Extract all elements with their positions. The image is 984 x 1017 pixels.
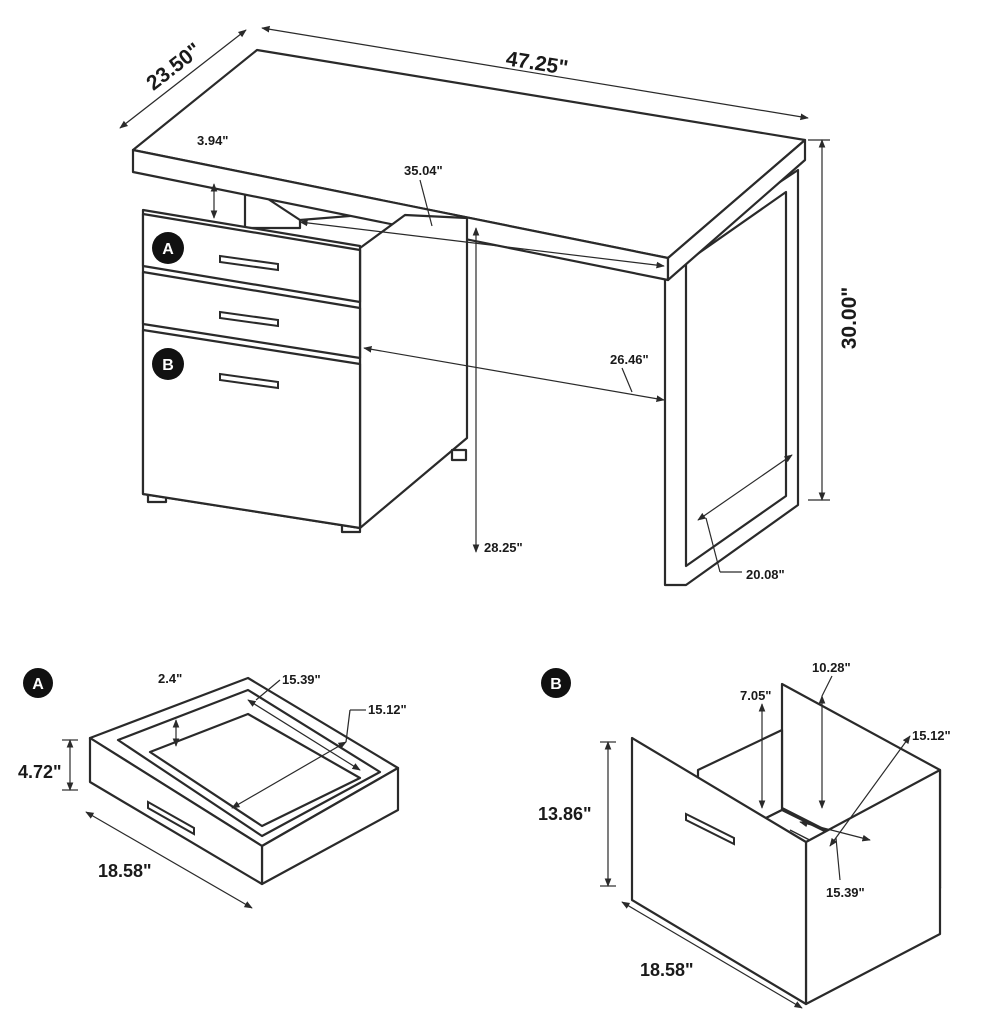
desk-illustration: A B 47.25" 23.50" 30.00" 28.25" 3.94" 35… (119, 25, 861, 587)
drawer-b-height-label: 13.86" (538, 804, 592, 824)
badge-b-drawer: B (541, 668, 571, 698)
badge-a-desk: A (152, 232, 184, 264)
cabinet-foot (450, 448, 468, 462)
badge-a-drawer: A (23, 668, 53, 698)
svg-text:A: A (162, 241, 174, 258)
drawer-b-side-height-label: 7.05" (740, 688, 771, 703)
drawer-b-inner-width-label: 15.12" (912, 728, 951, 743)
svg-text:B: B (162, 357, 174, 374)
leg-depth-label: 20.08" (746, 567, 785, 582)
svg-text:B: B (550, 676, 562, 693)
badge-b-desk: B (152, 348, 184, 380)
drawer-a-width-label: 18.58" (98, 861, 152, 881)
shelf-height-label: 3.94" (197, 133, 228, 148)
drawer-a-illustration: A 2.4" 15.39" 15.12" 4.72" 18.58" (18, 668, 407, 909)
leg-clearance-label: 28.25" (484, 540, 523, 555)
drawer-b-illustration: B 10.28" 7.05" 15.12" 13.86" 15.39" 18.5… (538, 660, 951, 1009)
drawer-a-inner-depth-label: 15.39" (282, 672, 321, 687)
drawer-b-back-height-label: 10.28" (812, 660, 851, 675)
svg-text:A: A (32, 676, 44, 693)
drawer-a-side-height-label: 2.4" (158, 671, 182, 686)
desk-width-label: 47.25" (504, 47, 569, 79)
knee-width-label: 35.04" (404, 163, 443, 178)
drawer-b-width-label: 18.58" (640, 960, 694, 980)
cabinet-front (141, 208, 362, 530)
desk-height-label: 30.00" (838, 287, 861, 350)
cabinet-side (358, 213, 469, 530)
drawer-handle (219, 254, 279, 272)
drawer-a-inner-width-label: 15.12" (368, 702, 407, 717)
drawer-b-inner-depth-label: 15.39" (826, 885, 865, 900)
drawer-handle (219, 310, 279, 328)
knee-depth-label: 26.46" (610, 352, 649, 367)
drawer-handle (219, 372, 279, 390)
drawer-a-height-label: 4.72" (18, 762, 62, 782)
drawer-b-handle (685, 812, 735, 846)
